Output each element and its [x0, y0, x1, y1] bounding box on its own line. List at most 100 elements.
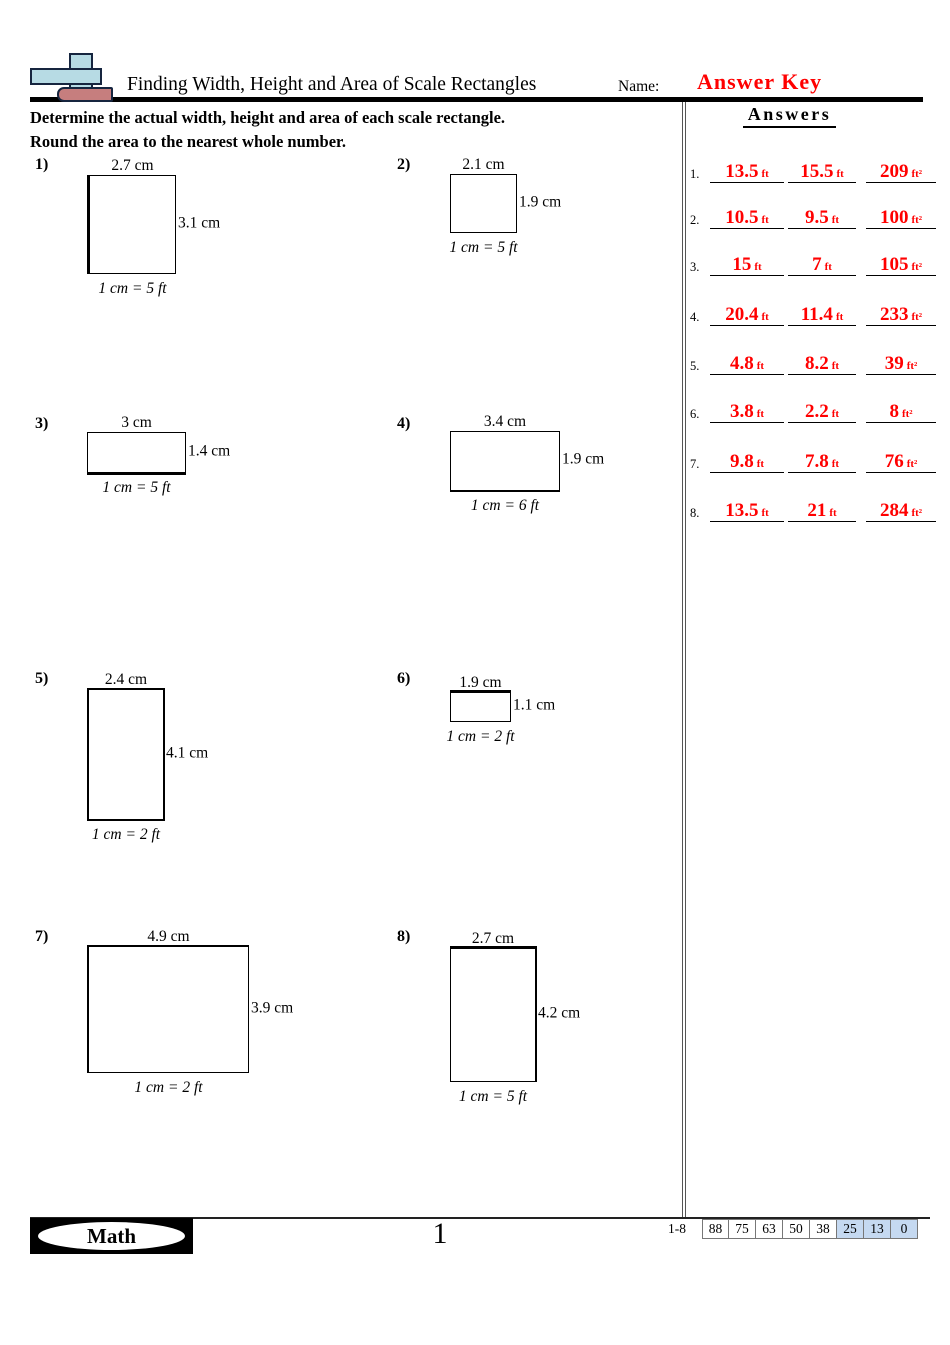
- answers-column-divider: [682, 102, 686, 1218]
- height-label: 1.4 cm: [188, 442, 231, 460]
- height-label: 3.9 cm: [251, 999, 294, 1017]
- footer-divider: [30, 1217, 930, 1219]
- score-cell: 13: [864, 1219, 891, 1239]
- score-table: 88 75 63 50 38 25 13 0: [702, 1219, 918, 1239]
- problem-8-number: 8): [397, 928, 411, 945]
- answer-number: 7.: [690, 457, 700, 471]
- score-cell: 0: [891, 1219, 918, 1239]
- instructions: Determine the actual width, height and a…: [30, 106, 630, 154]
- answer-number: 3.: [690, 260, 700, 274]
- width-label: 4.9 cm: [147, 928, 190, 945]
- problem-1-number: 1): [35, 156, 49, 173]
- scale-label: 1 cm = 2 ft: [446, 728, 515, 745]
- score-cell: 25: [837, 1219, 864, 1239]
- brand-label: Math: [38, 1222, 185, 1250]
- width-label: 3.4 cm: [483, 413, 527, 430]
- problem-2-number: 2): [397, 156, 411, 173]
- name-label: Name:: [618, 78, 660, 95]
- width-label: 2.4 cm: [104, 671, 148, 688]
- width-label: 2.7 cm: [471, 930, 515, 947]
- problem-6-rectangle: 1.9 cm 1.1 cm 1 cm = 2 ft: [446, 674, 555, 745]
- header-divider: [30, 97, 923, 102]
- score-cell: 38: [810, 1219, 837, 1239]
- answer-number: 5.: [690, 359, 700, 373]
- answers-heading: Answers: [687, 104, 892, 128]
- problem-1-rectangle: 2.7 cm 3.1 cm 1 cm = 5 ft: [87, 157, 220, 297]
- math-brand-badge: Math: [30, 1218, 193, 1254]
- page-number: 1: [432, 1217, 448, 1250]
- width-label: 1.9 cm: [459, 674, 502, 691]
- score-cell: 75: [729, 1219, 756, 1239]
- answer-number: 6.: [690, 407, 700, 421]
- width-label: 2.1 cm: [462, 156, 505, 173]
- score-table-area: 1-8 88 75 63 50 38 25 13 0: [668, 1219, 918, 1239]
- scale-label: 1 cm = 6 ft: [470, 497, 540, 514]
- score-cell: 50: [783, 1219, 810, 1239]
- problem-4-rectangle: 3.4 cm 1.9 cm 1 cm = 6 ft: [450, 413, 604, 514]
- problem-8-rectangle: 2.7 cm 4.2 cm 1 cm = 5 ft: [450, 930, 580, 1105]
- answer-number: 4.: [690, 310, 700, 324]
- scale-label: 1 cm = 5 ft: [102, 479, 171, 496]
- plus-brick-logo-icon: [25, 53, 115, 105]
- problem-5-number: 5): [35, 670, 49, 687]
- score-range-label: 1-8: [668, 1221, 686, 1236]
- problem-2-rectangle: 2.1 cm 1.9 cm 1 cm = 5 ft: [449, 156, 561, 256]
- problem-7-rectangle: 4.9 cm 3.9 cm 1 cm = 2 ft: [87, 928, 293, 1096]
- height-label: 3.1 cm: [178, 214, 221, 232]
- answer-number: 1.: [690, 167, 700, 181]
- height-label: 1.9 cm: [519, 193, 562, 211]
- scale-label: 1 cm = 5 ft: [449, 239, 518, 256]
- scale-label: 1 cm = 2 ft: [134, 1079, 203, 1096]
- brick-icon: [57, 87, 113, 102]
- width-label: 3 cm: [121, 414, 152, 431]
- problem-6-number: 6): [397, 670, 411, 687]
- answer-key-label: Answer Key: [697, 69, 823, 94]
- scale-label: 1 cm = 5 ft: [98, 280, 167, 297]
- score-cell: 88: [702, 1219, 729, 1239]
- score-cell: 63: [756, 1219, 783, 1239]
- instruction-line-2: Round the area to the nearest whole numb…: [30, 132, 346, 151]
- problem-5-rectangle: 2.4 cm 4.1 cm 1 cm = 2 ft: [87, 671, 208, 843]
- height-label: 1.9 cm: [562, 450, 605, 468]
- answer-number: 2.: [690, 213, 700, 227]
- answer-number: 8.: [690, 506, 700, 520]
- problem-7-number: 7): [35, 928, 49, 945]
- instruction-line-1: Determine the actual width, height and a…: [30, 108, 506, 127]
- height-label: 4.1 cm: [166, 744, 209, 762]
- scale-label: 1 cm = 5 ft: [458, 1088, 528, 1105]
- problem-3-rectangle: 3 cm 1.4 cm 1 cm = 5 ft: [87, 414, 230, 496]
- scale-label: 1 cm = 2 ft: [91, 826, 161, 843]
